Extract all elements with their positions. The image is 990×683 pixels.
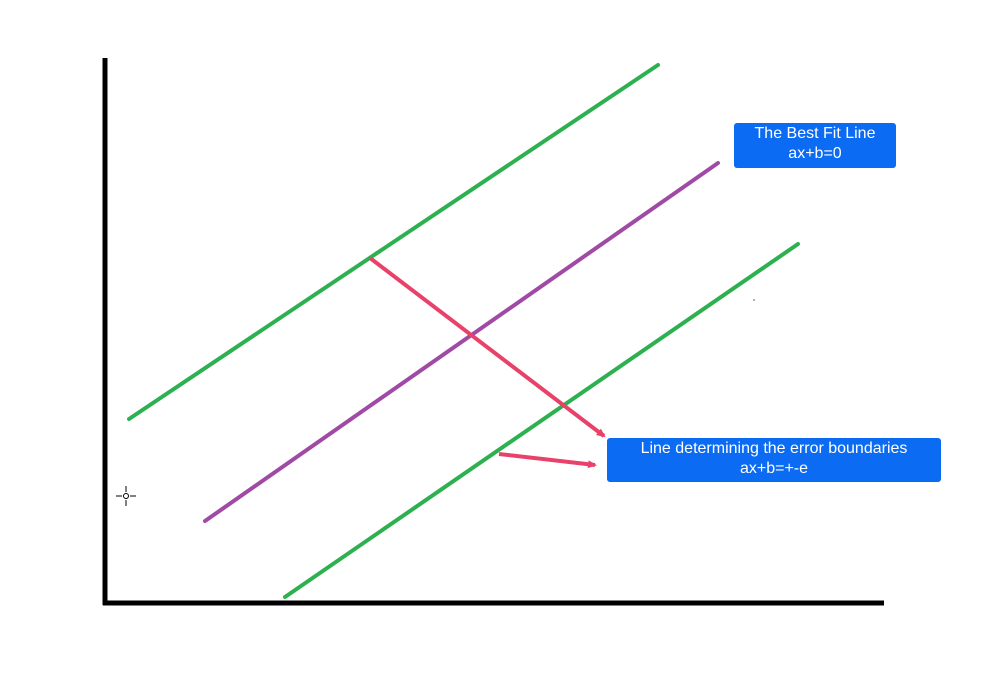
error-boundary-label-title: Line determining the error boundaries [640, 440, 908, 457]
lower-boundary-line [283, 242, 800, 599]
error-boundary-label-box: Line determining the error boundaries ax… [607, 438, 941, 482]
crosshair-cursor-icon [116, 486, 136, 506]
best-fit-label-box: The Best Fit Line ax+b=0 [734, 123, 896, 168]
arrow-lower-to-label [498, 452, 597, 469]
best-fit-line [203, 161, 720, 523]
best-fit-label-title: The Best Fit Line [754, 125, 876, 142]
error-boundary-label-equation: ax+b=+-e [739, 460, 809, 477]
upper-boundary-line [127, 63, 660, 421]
best-fit-label-equation: ax+b=0 [788, 145, 842, 162]
arrow-upper-to-label [368, 256, 606, 438]
stray-dot [753, 299, 755, 301]
